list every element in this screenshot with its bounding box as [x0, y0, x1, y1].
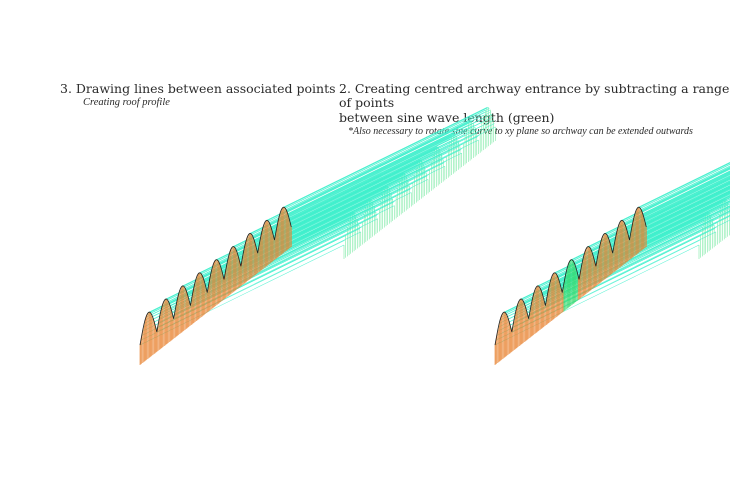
caption-right: 2. Creating centred archway entrance by …	[339, 81, 730, 138]
left-title: 3. Drawing lines between associated poin…	[60, 81, 336, 96]
front-edge-curve	[494, 206, 647, 346]
roof-connecting-lines	[139, 106, 496, 346]
caption-left: 3. Drawing lines between associated poin…	[60, 81, 336, 109]
roof-model-right	[494, 162, 730, 365]
left-subtitle: Creating roof profile	[83, 97, 170, 109]
roof-model-left	[139, 106, 496, 365]
front-arch-hatching	[139, 207, 292, 365]
front-arch-hatching	[494, 207, 647, 365]
right-note: *Also necessary to rotate sine curve to …	[348, 126, 693, 138]
right-title-line2: between sine wave length (green)	[339, 109, 555, 125]
right-title-line1: 2. Creating centred archway entrance by …	[339, 81, 730, 111]
front-edge-curve	[139, 206, 292, 346]
